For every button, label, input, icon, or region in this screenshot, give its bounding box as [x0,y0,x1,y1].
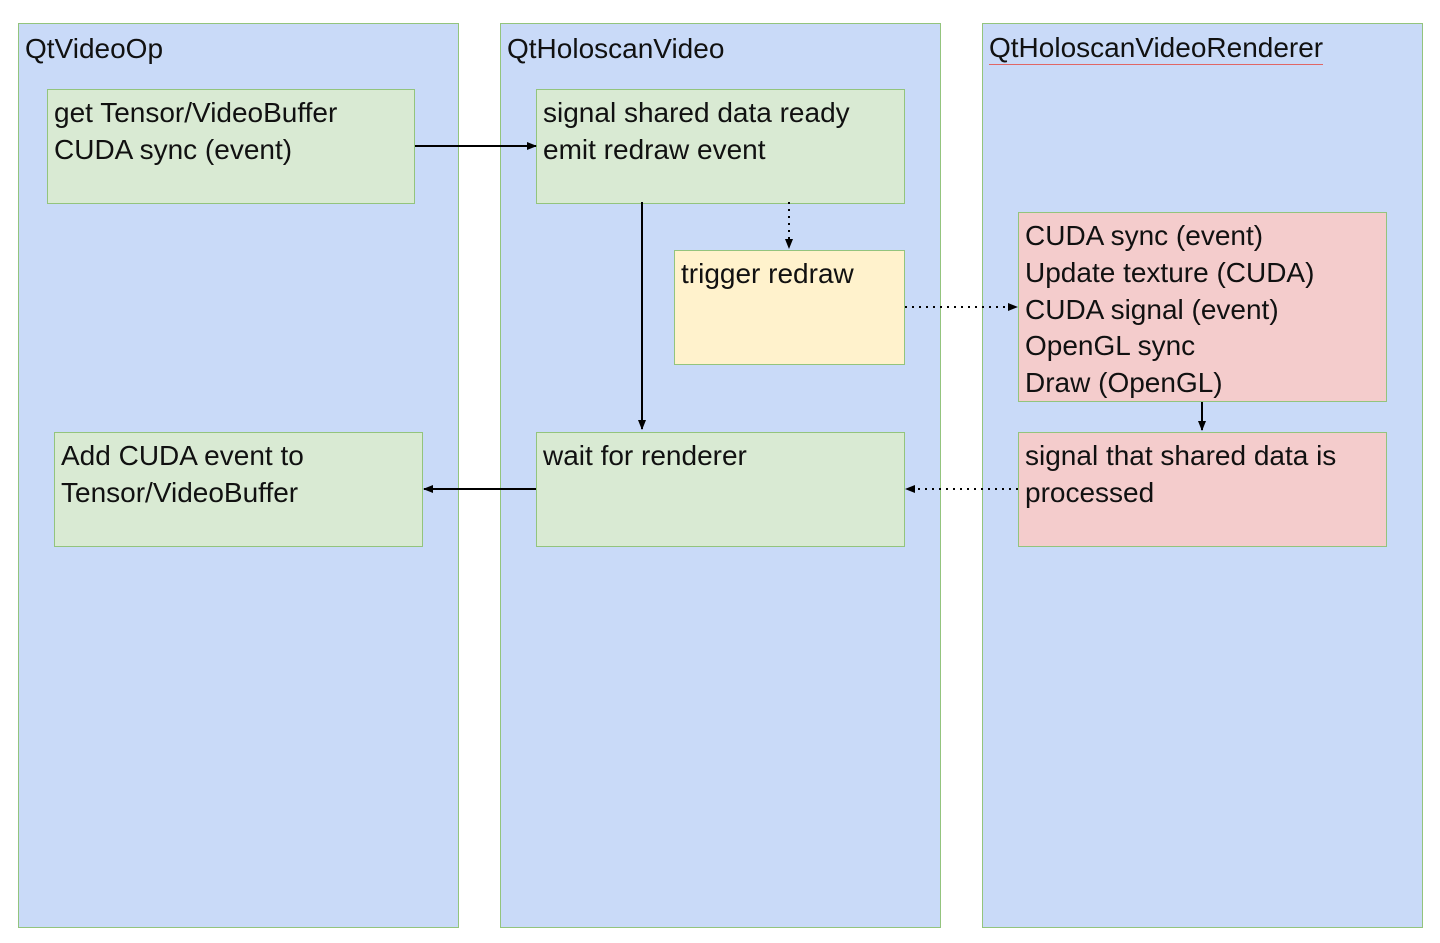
box-get-tensor: get Tensor/VideoBuffer CUDA sync (event) [47,89,415,204]
box-trigger-redraw: trigger redraw [674,250,905,365]
lane-title: QtHoloscanVideo [507,33,725,64]
box-line: CUDA sync (event) [1025,220,1264,251]
box-render-steps: CUDA sync (event) Update texture (CUDA) … [1018,212,1387,402]
box-line: Update texture (CUDA) [1025,256,1315,288]
box-line: Draw (OpenGL) [1025,367,1223,399]
lane-title: QtVideoOp [25,33,164,64]
box-line: processed [1025,476,1155,508]
box-signal-shared-data-ready: signal shared data ready emit redraw eve… [536,89,905,204]
box-add-cuda-event: Add CUDA event to Tensor/VideoBuffer [54,432,423,547]
box-line: OpenGL sync [1025,330,1196,362]
box-line: signal shared data ready [543,97,850,128]
box-line: signal that shared data is [1025,440,1337,471]
box-line: CUDA signal (event) [1025,293,1279,325]
box-line: Add CUDA event to [61,440,304,471]
lane-title: QtHoloscanVideoRenderer [989,32,1324,65]
box-line: wait for renderer [543,440,747,471]
box-line: get Tensor/VideoBuffer [54,97,338,128]
box-line: Tensor/VideoBuffer [61,476,299,508]
box-line: emit redraw event [543,133,766,165]
box-signal-processed: signal that shared data is processed [1018,432,1387,547]
box-wait-for-renderer: wait for renderer [536,432,905,547]
box-line: CUDA sync (event) [54,133,293,165]
box-line: trigger redraw [681,258,854,289]
